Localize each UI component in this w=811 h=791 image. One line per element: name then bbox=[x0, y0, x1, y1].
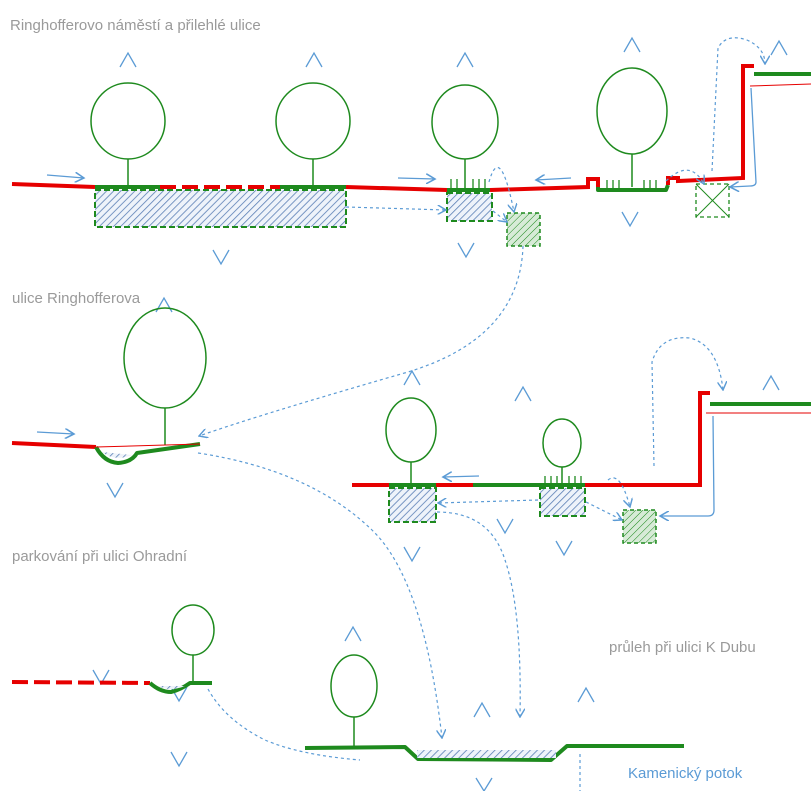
paved-surface bbox=[489, 177, 600, 192]
swale-retention bbox=[417, 750, 556, 758]
overflow-loop bbox=[607, 477, 630, 507]
overflow-loop bbox=[488, 167, 514, 212]
tree-icon bbox=[171, 604, 215, 681]
section-pruleh-k-dubu bbox=[304, 625, 684, 791]
runoff-arrow bbox=[443, 476, 480, 477]
down-chevron-icon bbox=[106, 482, 124, 499]
up-chevron-icon bbox=[577, 686, 595, 703]
tree-icon bbox=[330, 654, 378, 748]
up-chevron-icon bbox=[770, 39, 788, 56]
down-chevron-icon bbox=[457, 242, 475, 259]
down-chevron-icon bbox=[555, 540, 573, 557]
up-chevron-icon bbox=[305, 51, 323, 68]
tree-icon bbox=[431, 84, 499, 189]
down-chevron-icon bbox=[212, 249, 230, 266]
overflow-to-trench bbox=[438, 500, 539, 503]
paved-surface bbox=[11, 441, 97, 449]
retention-tank bbox=[506, 212, 541, 247]
green-surface bbox=[596, 184, 670, 192]
transfer-to-street bbox=[199, 245, 524, 436]
downspout-pipe bbox=[730, 87, 757, 187]
down-chevron-icon bbox=[496, 518, 514, 535]
swale-retention bbox=[158, 686, 185, 689]
retention-trench bbox=[388, 487, 437, 523]
section-label-ringhofferovo-namesti: Ringhofferovo náměstí a přilehlé ulice bbox=[10, 17, 261, 34]
runoff-arrow bbox=[536, 178, 572, 180]
detention-swale bbox=[304, 744, 684, 762]
grass-strip bbox=[450, 179, 657, 188]
up-chevron-icon bbox=[762, 374, 780, 391]
tree-icon bbox=[90, 82, 166, 187]
up-chevron-icon bbox=[473, 701, 491, 718]
runoff-arrow bbox=[397, 178, 435, 179]
paved-surface bbox=[585, 391, 710, 487]
retention-trench bbox=[539, 487, 586, 517]
tree-icon bbox=[275, 82, 351, 187]
section-label-pruleh-k-dubu: průleh při ulici K Dubu bbox=[609, 639, 756, 656]
swale-retention bbox=[102, 452, 132, 458]
tree-icon bbox=[542, 418, 582, 485]
down-chevron-icon bbox=[403, 546, 421, 563]
retention-trench bbox=[446, 192, 493, 222]
up-chevron-icon bbox=[514, 385, 532, 402]
down-chevron-icon bbox=[475, 777, 493, 791]
up-chevron-icon bbox=[155, 296, 173, 313]
section-label-ulice-ringhofferova: ulice Ringhofferova bbox=[12, 290, 141, 307]
permeable-paving bbox=[11, 680, 151, 685]
roof-overflow-loop bbox=[651, 337, 723, 467]
green-swale bbox=[148, 681, 212, 694]
section-ulice-ringhofferova bbox=[11, 296, 442, 738]
section-parkovani-ohradni bbox=[11, 604, 361, 768]
tree-icon bbox=[385, 397, 437, 485]
roof-overflow-loop bbox=[711, 37, 765, 172]
up-chevron-icon bbox=[623, 36, 641, 53]
paved-surface bbox=[11, 182, 96, 189]
green-swale bbox=[94, 442, 201, 465]
retention-tank bbox=[622, 509, 657, 544]
up-chevron-icon bbox=[403, 369, 421, 386]
down-chevron-icon bbox=[621, 211, 639, 228]
up-chevron-icon bbox=[344, 625, 362, 642]
transfer-to-durch bbox=[436, 511, 520, 717]
grass-strip bbox=[544, 476, 582, 485]
paved-surface bbox=[666, 64, 754, 185]
tree-icon bbox=[596, 67, 668, 187]
retention-trench bbox=[94, 189, 347, 228]
stream-label-kamenicky-potok: Kamenický potok bbox=[628, 765, 743, 782]
overflow-to-tank bbox=[492, 210, 507, 222]
runoff-arrow bbox=[46, 175, 84, 178]
up-chevron-icon bbox=[119, 51, 137, 68]
tree-icon bbox=[123, 307, 207, 445]
section-label-parkovani-ohradni: parkování při ulici Ohradní bbox=[12, 548, 188, 565]
overflow-loop bbox=[665, 169, 704, 184]
overflow-to-tank bbox=[585, 501, 622, 520]
overflow-to-trench bbox=[345, 207, 446, 210]
section-ringhofferova-east bbox=[352, 337, 811, 717]
up-chevron-icon bbox=[456, 51, 474, 68]
section-ringhofferovo-namesti bbox=[11, 36, 811, 436]
transfer-to-durch bbox=[197, 452, 442, 738]
downspout-pipe bbox=[660, 415, 715, 516]
roof-edge bbox=[749, 83, 811, 87]
down-chevron-icon bbox=[170, 751, 188, 768]
runoff-arrow bbox=[36, 432, 74, 434]
swale-edge bbox=[95, 443, 201, 448]
paved-surface bbox=[345, 185, 448, 192]
inspection-shaft bbox=[695, 183, 730, 218]
